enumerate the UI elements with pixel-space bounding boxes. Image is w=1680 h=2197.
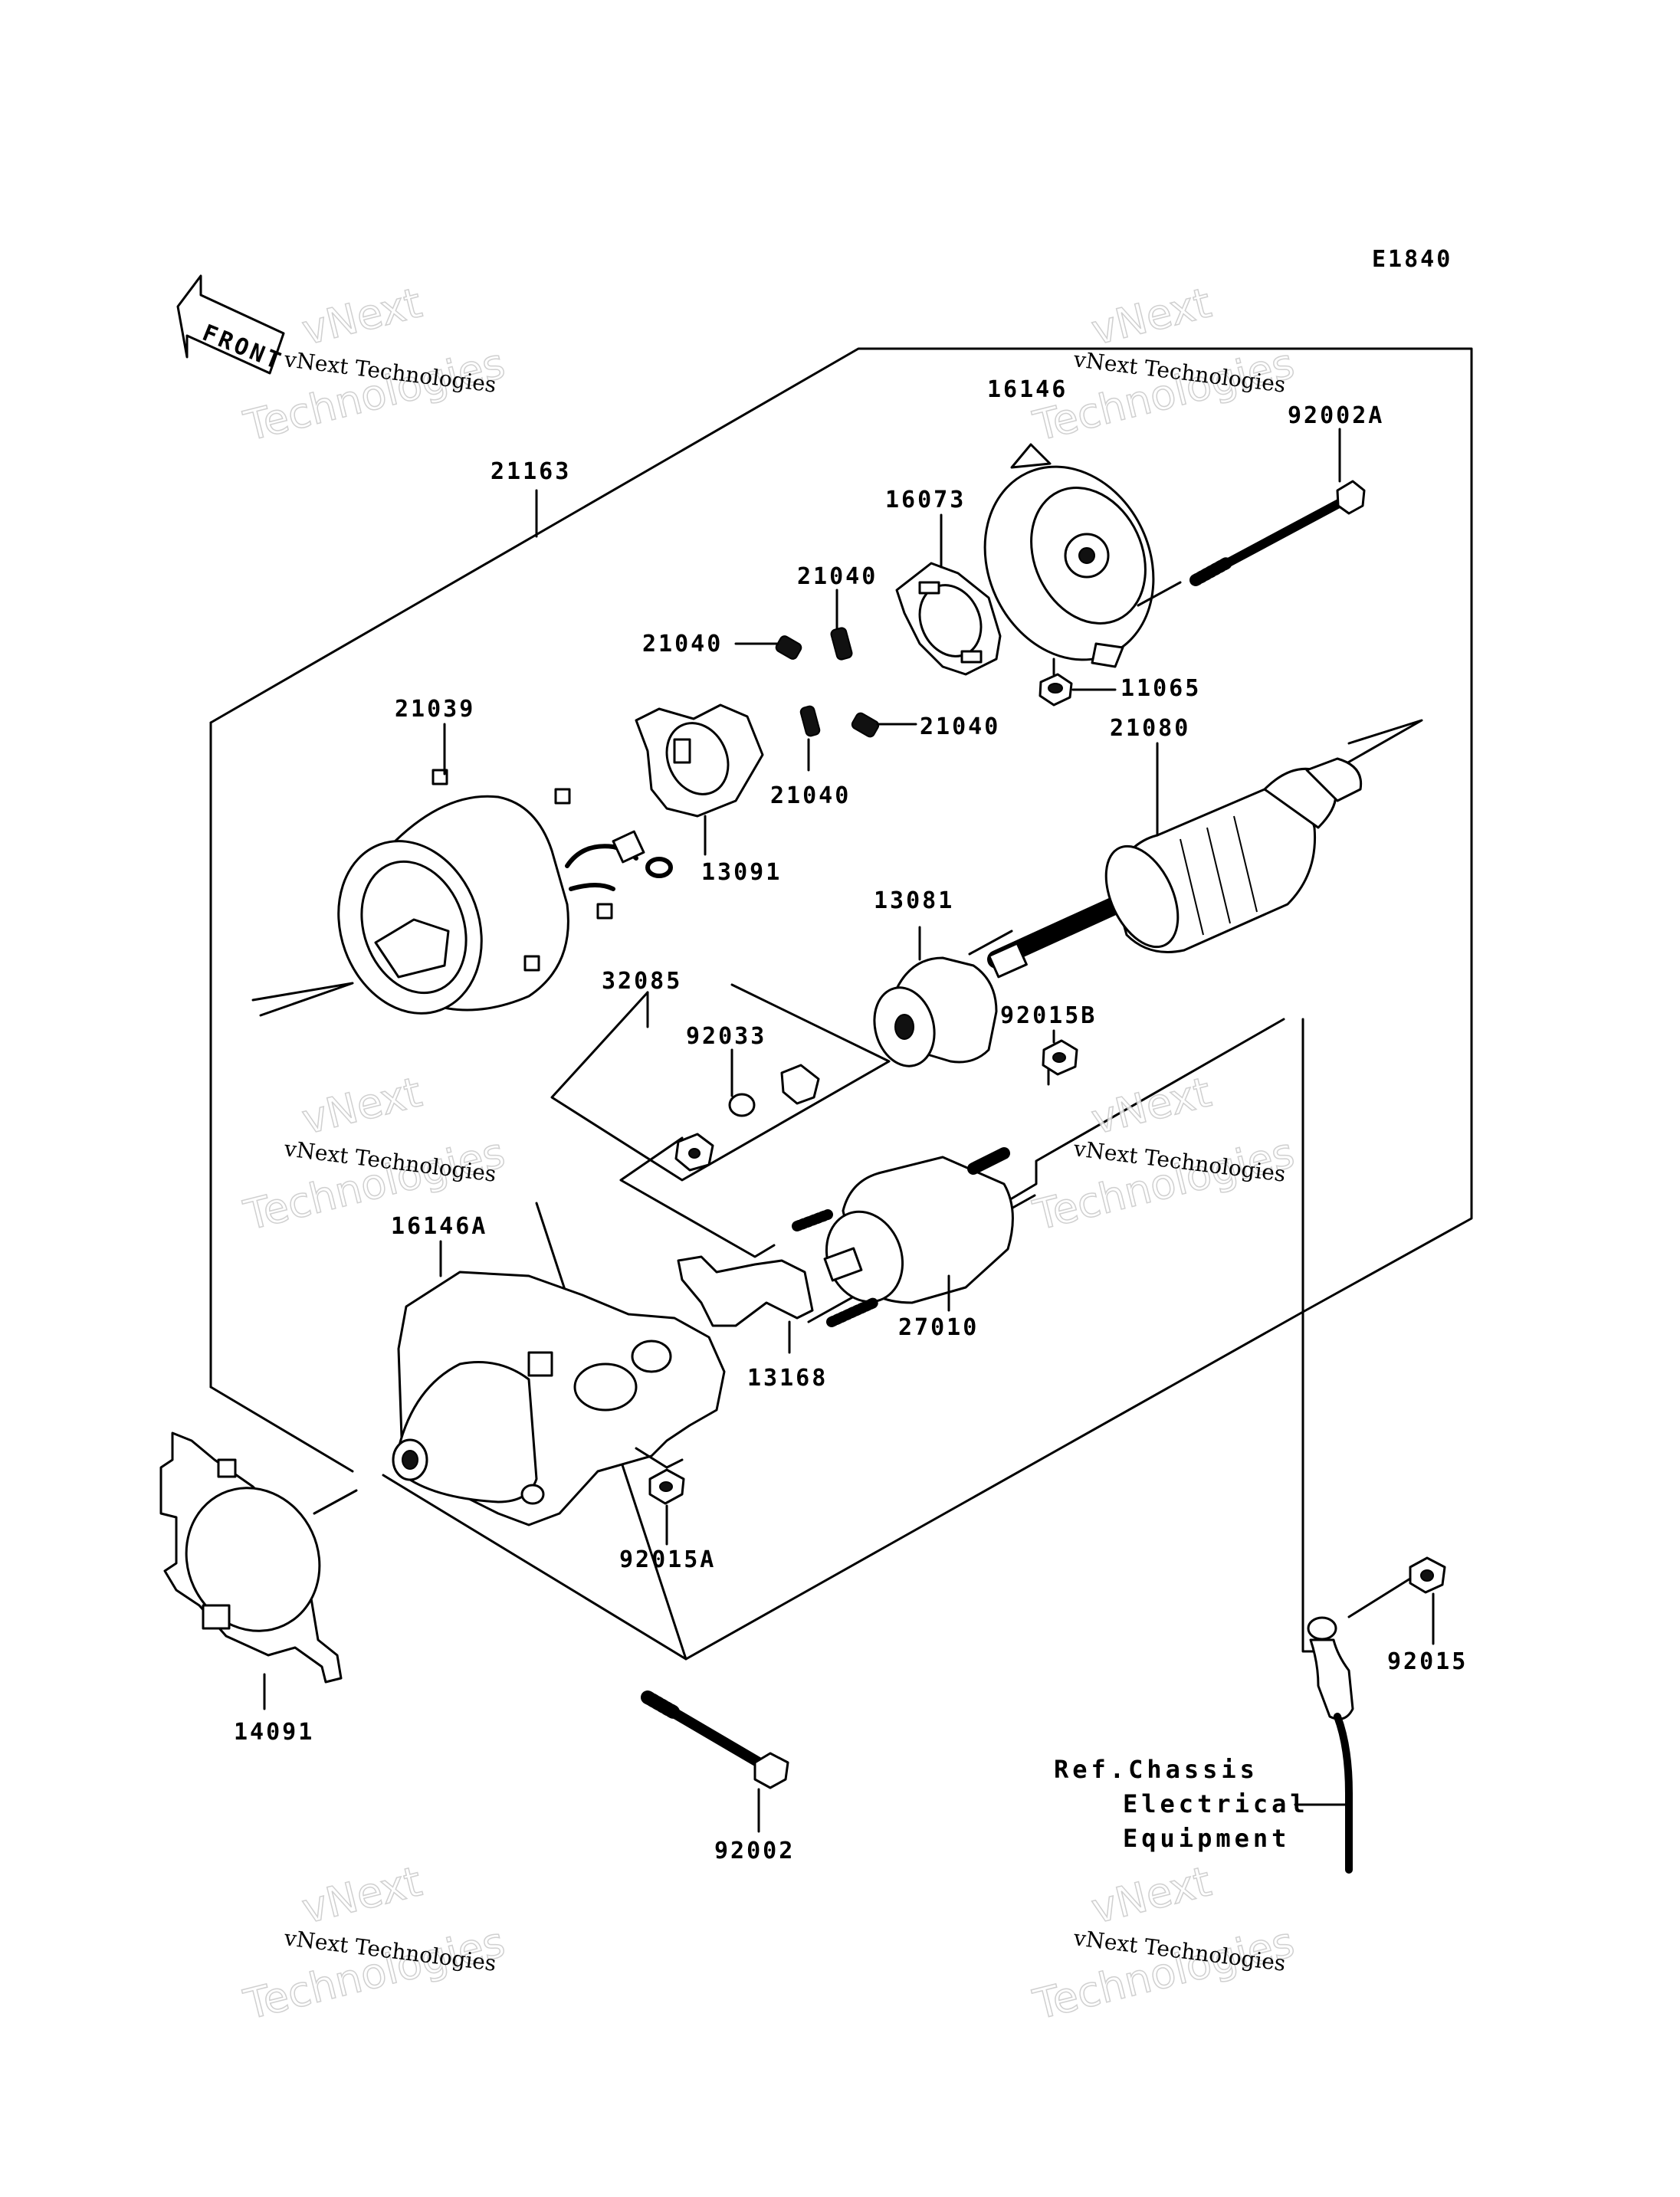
armature-21080 bbox=[987, 742, 1363, 979]
brush-plate-16073 bbox=[895, 513, 1002, 676]
label-21040-left: 21040 bbox=[642, 631, 723, 657]
label-21040-right: 21040 bbox=[920, 713, 1000, 740]
nut-92015B bbox=[1042, 1029, 1078, 1076]
nut-92015A bbox=[635, 1447, 685, 1546]
svg-text:vNext: vNext bbox=[1087, 1857, 1216, 1933]
label-27010: 27010 bbox=[898, 1314, 979, 1341]
svg-text:Technologies: Technologies bbox=[1029, 339, 1299, 451]
kit-32085-outline bbox=[550, 983, 891, 1258]
reference-note: Ref.Chassis Electrical Equipment bbox=[1054, 1755, 1309, 1853]
brush-holder-13091 bbox=[635, 703, 764, 856]
part-labels: 21163 16146 92002A 16073 21040 21040 210… bbox=[234, 376, 1468, 1864]
label-21040-bottom: 21040 bbox=[770, 782, 851, 809]
label-92002A: 92002A bbox=[1288, 402, 1384, 429]
label-92015A: 92015A bbox=[619, 1546, 716, 1573]
svg-text:Technologies: Technologies bbox=[239, 1918, 510, 2029]
armature-axis bbox=[251, 719, 1423, 1017]
drive-housing-16146A bbox=[392, 1240, 726, 1526]
pinion-13081 bbox=[873, 926, 998, 1067]
label-13168: 13168 bbox=[747, 1365, 828, 1392]
front-arrow-icon: FRONT bbox=[176, 274, 287, 376]
kit-small-parts bbox=[646, 991, 820, 1172]
rear-cover-16146 bbox=[983, 443, 1182, 668]
solenoid-27010 bbox=[792, 1147, 1014, 1327]
label-11065: 11065 bbox=[1121, 675, 1201, 702]
label-21040-top: 21040 bbox=[797, 563, 878, 590]
label-14091: 14091 bbox=[234, 1719, 314, 1746]
watermark-top-right: vNext Technologies vNext Technologies bbox=[1028, 278, 1299, 451]
label-16073: 16073 bbox=[885, 487, 966, 513]
solenoid-leader-lines bbox=[807, 1018, 1320, 1653]
nut-11065 bbox=[1039, 657, 1117, 707]
watermark-bottom-left: vNext Technologies vNext Technologies bbox=[238, 1857, 510, 2030]
svg-text:vNext: vNext bbox=[297, 278, 426, 354]
label-16146A: 16146A bbox=[391, 1213, 487, 1240]
label-92015: 92015 bbox=[1387, 1648, 1468, 1675]
label-92002: 92002 bbox=[714, 1838, 795, 1864]
svg-text:vNext: vNext bbox=[297, 1067, 426, 1143]
label-21080: 21080 bbox=[1110, 715, 1190, 742]
label-32085: 32085 bbox=[602, 968, 682, 995]
through-bolt-92002 bbox=[641, 1690, 789, 1833]
label-13091: 13091 bbox=[701, 859, 782, 886]
springs-21040 bbox=[734, 589, 917, 772]
reference-line-1: Ref.Chassis bbox=[1054, 1755, 1258, 1784]
watermark-bottom-right: vNext Technologies vNext Technologies bbox=[1028, 1857, 1299, 2030]
shift-lever-13168 bbox=[677, 1255, 814, 1354]
label-16146: 16146 bbox=[987, 376, 1068, 403]
svg-text:vNext: vNext bbox=[1087, 278, 1216, 354]
cover-plate-14091 bbox=[159, 1431, 358, 1710]
yoke-21039 bbox=[337, 723, 673, 1015]
watermark-mid-right: vNext Technologies vNext Technologies bbox=[1028, 1067, 1299, 1241]
label-13081: 13081 bbox=[874, 887, 954, 914]
label-92033: 92033 bbox=[686, 1023, 766, 1050]
reference-line-3: Equipment bbox=[1123, 1824, 1290, 1853]
diagram-code: E1840 bbox=[1372, 246, 1452, 273]
label-21163: 21163 bbox=[491, 458, 571, 485]
svg-text:Technologies: Technologies bbox=[1029, 1918, 1299, 2029]
label-21039: 21039 bbox=[395, 696, 475, 723]
svg-text:vNext: vNext bbox=[297, 1857, 426, 1933]
svg-text:Technologies: Technologies bbox=[1029, 1129, 1299, 1240]
ground-cable-and-nut-92015 bbox=[1294, 1556, 1446, 1874]
through-bolt-92002A bbox=[1189, 428, 1366, 586]
reference-line-2: Electrical bbox=[1123, 1789, 1309, 1818]
svg-text:vNext: vNext bbox=[1087, 1067, 1216, 1143]
label-92015B: 92015B bbox=[1000, 1002, 1097, 1029]
